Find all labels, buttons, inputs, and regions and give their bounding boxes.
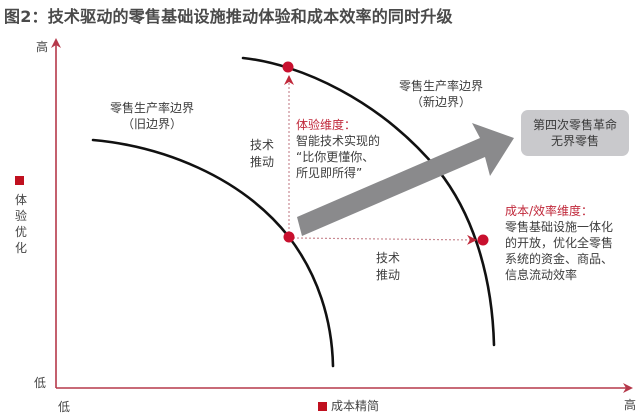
y-axis-high-label: 高: [36, 40, 49, 54]
y-axis-low-label: 低: [34, 376, 47, 390]
new-frontier-experience-point: [282, 61, 294, 73]
vertical-tech-push-label: 技术 推动: [250, 138, 275, 169]
upgrade-arrow: [297, 123, 514, 236]
x-axis-title: 成本精简: [318, 397, 379, 414]
legend-square-icon: [15, 176, 24, 185]
x-axis-high-label: 高: [624, 398, 637, 412]
x-axis-low-label: 低: [58, 400, 71, 414]
fourth-retail-revolution-box: 第四次零售革命 无界零售: [521, 110, 629, 156]
cost-dimension-note: 成本/效率维度： 零售基础设施一体化 的开放，优化全零售 系统的资金、商品、 信…: [505, 204, 614, 282]
figure-title: 图2：技术驱动的零售基础设施推动体验和成本效率的同时升级: [4, 7, 453, 26]
old-frontier-curve: [91, 138, 335, 368]
horizontal-tech-push-label: 技术 推动: [376, 251, 401, 282]
old-frontier-point: [283, 231, 295, 243]
horizontal-tech-push-arrow: [292, 234, 477, 245]
experience-dimension-heading: 体验维度：: [296, 118, 357, 132]
new-frontier-label: 零售生产率边界 （新边界）: [398, 79, 483, 109]
new-frontier-cost-point: [477, 234, 489, 246]
legend-square-icon: [318, 402, 327, 411]
old-frontier-label: 零售生产率边界 （旧边界）: [109, 101, 194, 131]
cost-dimension-heading: 成本/效率维度：: [505, 204, 594, 218]
y-axis-title: 体 验 优 化: [14, 176, 28, 256]
experience-dimension-note: 体验维度： 智能技术实现的 “比你更懂你、 所见即所得”: [296, 118, 381, 180]
